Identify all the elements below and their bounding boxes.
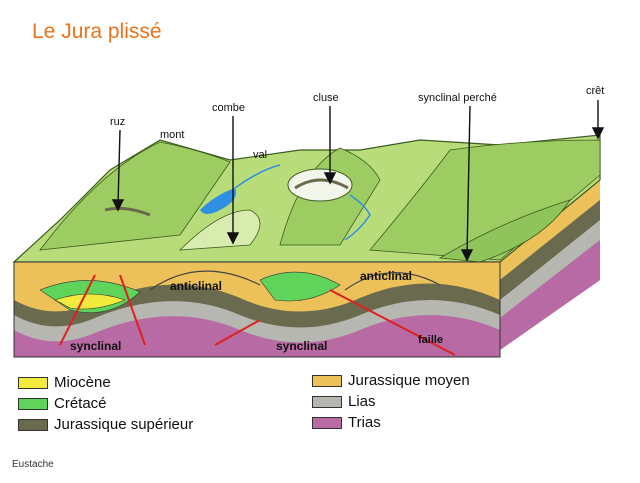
legend-label: Miocène bbox=[54, 374, 111, 391]
label-combe: combe bbox=[212, 102, 245, 114]
landscape-surface bbox=[12, 134, 601, 263]
label-anticlinal-2: anticlinal bbox=[360, 269, 412, 283]
legend-item: Jurassique moyen bbox=[312, 370, 470, 391]
label-cluse: cluse bbox=[313, 92, 339, 104]
label-cret: crêt bbox=[586, 85, 604, 97]
legend-swatch bbox=[312, 395, 342, 408]
label-anticlinal-1: anticlinal bbox=[170, 279, 222, 293]
label-arrows bbox=[111, 100, 605, 262]
legend-label: Jurassique moyen bbox=[348, 372, 470, 389]
legend-item: Jurassique supérieur bbox=[18, 414, 193, 435]
label-faille: faille bbox=[418, 334, 443, 346]
legend-swatch bbox=[18, 418, 48, 431]
legend-swatch bbox=[18, 397, 48, 410]
label-synclinal-perche: synclinal perché bbox=[418, 92, 497, 104]
legend-item: Trias bbox=[312, 412, 470, 433]
legend-label: Lias bbox=[348, 393, 376, 410]
block-side-face bbox=[500, 180, 600, 350]
legend-label: Trias bbox=[348, 414, 381, 431]
legend-item: Miocène bbox=[18, 372, 193, 393]
diagram-title: Le Jura plissé bbox=[32, 20, 162, 43]
block-front-face bbox=[13, 261, 501, 358]
credit: Eustache bbox=[12, 459, 54, 470]
legend-label: Jurassique supérieur bbox=[54, 416, 194, 433]
legend-item: Lias bbox=[312, 391, 470, 412]
label-synclinal-1: synclinal bbox=[70, 339, 121, 353]
legend-swatch bbox=[312, 374, 342, 387]
legend-swatch bbox=[18, 376, 48, 389]
label-val: val bbox=[253, 149, 267, 161]
label-synclinal-2: synclinal bbox=[276, 339, 327, 353]
label-mont: mont bbox=[160, 129, 184, 141]
label-ruz: ruz bbox=[110, 116, 125, 128]
legend-swatch bbox=[312, 416, 342, 429]
legend-item: Crétacé bbox=[18, 393, 193, 414]
legend-label: Crétacé bbox=[54, 395, 107, 412]
